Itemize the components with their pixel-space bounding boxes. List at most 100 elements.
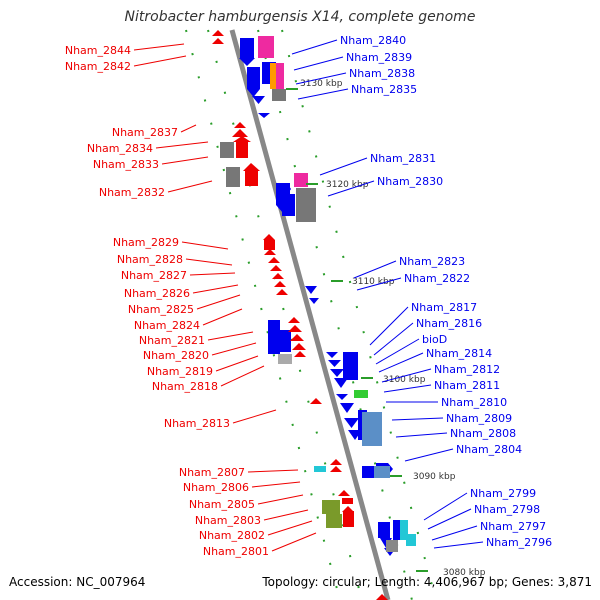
gene-label[interactable]: bioD bbox=[422, 333, 447, 346]
gene-label[interactable]: Nham_2807 bbox=[179, 466, 245, 479]
gene-label[interactable]: Nham_2812 bbox=[434, 363, 500, 376]
gene-reverse bbox=[212, 30, 224, 36]
gene-label[interactable]: Nham_2838 bbox=[349, 67, 415, 80]
gene-forward bbox=[336, 394, 348, 400]
callout-line bbox=[257, 494, 304, 505]
gene-label[interactable]: Nham_2826 bbox=[124, 287, 190, 300]
callout-line bbox=[180, 124, 197, 133]
gene-label[interactable]: Nham_2819 bbox=[147, 365, 213, 378]
gene-magenta bbox=[294, 173, 308, 187]
callout-line bbox=[251, 481, 301, 488]
gene-label[interactable]: Nham_2805 bbox=[189, 498, 255, 511]
gene-reverse bbox=[288, 325, 302, 332]
gene-reverse bbox=[236, 142, 248, 158]
gene-orange bbox=[276, 63, 284, 89]
gene-label[interactable]: Nham_2799 bbox=[470, 487, 536, 500]
gene-forward bbox=[239, 58, 255, 66]
gene-label[interactable]: Nham_2829 bbox=[113, 236, 179, 249]
gene-reverse bbox=[212, 38, 224, 44]
gene-green bbox=[354, 390, 368, 398]
gene-forward bbox=[343, 352, 358, 380]
gene-forward bbox=[378, 522, 390, 538]
gene-label[interactable]: Nham_2796 bbox=[486, 536, 552, 549]
gene-reverse bbox=[274, 281, 286, 287]
gene-label[interactable]: Nham_2823 bbox=[399, 255, 465, 268]
gene-label[interactable]: Nham_2806 bbox=[183, 481, 249, 494]
callout-line bbox=[404, 448, 454, 462]
gene-label[interactable]: Nham_2811 bbox=[434, 379, 500, 392]
gene-forward bbox=[393, 520, 401, 540]
gene-label[interactable]: Nham_2803 bbox=[195, 514, 261, 527]
gene-gray bbox=[278, 354, 292, 364]
gene-label[interactable]: Nham_2801 bbox=[203, 545, 269, 558]
gene-reverse bbox=[292, 343, 306, 350]
gene-forward bbox=[258, 113, 270, 118]
gene-label[interactable]: Nham_2813 bbox=[164, 417, 230, 430]
left-gene-labels: Nham_2844Nham_2842Nham_2837Nham_2834Nham… bbox=[65, 43, 317, 558]
gene-forward bbox=[240, 38, 254, 58]
callout-line bbox=[433, 541, 484, 549]
callout-line bbox=[247, 469, 299, 473]
gene-label[interactable]: Nham_2835 bbox=[351, 83, 417, 96]
gene-label[interactable]: Nham_2822 bbox=[404, 272, 470, 285]
gene-label[interactable]: Nham_2802 bbox=[199, 529, 265, 542]
callout-line bbox=[427, 508, 472, 530]
callout-line bbox=[161, 156, 209, 165]
callout-line bbox=[271, 532, 317, 552]
gene-label[interactable]: Nham_2828 bbox=[117, 253, 183, 266]
callout-line bbox=[369, 306, 409, 346]
map-title: Nitrobacter hamburgensis X14, complete g… bbox=[124, 9, 476, 25]
callout-line bbox=[381, 368, 432, 383]
gene-label[interactable]: Nham_2831 bbox=[370, 152, 436, 165]
gene-label[interactable]: Nham_2804 bbox=[456, 443, 522, 456]
gene-label[interactable]: Nham_2818 bbox=[152, 380, 218, 393]
gene-label[interactable]: Nham_2832 bbox=[99, 186, 165, 199]
scale-label: 3110 kbp bbox=[352, 277, 395, 287]
gene-label[interactable]: Nham_2808 bbox=[450, 427, 516, 440]
gene-forward bbox=[330, 369, 344, 377]
gene-label[interactable]: Nham_2825 bbox=[128, 303, 194, 316]
gene-label[interactable]: Nham_2798 bbox=[474, 503, 540, 516]
gene-gray bbox=[272, 89, 286, 101]
gene-label[interactable]: Nham_2810 bbox=[441, 396, 507, 409]
gene-forward bbox=[340, 403, 354, 413]
gene-label[interactable]: Nham_2842 bbox=[65, 60, 131, 73]
gene-forward bbox=[247, 67, 260, 89]
gene-olive bbox=[326, 514, 342, 528]
gene-label[interactable]: Nham_2833 bbox=[93, 158, 159, 171]
gene-label[interactable]: Nham_2837 bbox=[112, 126, 178, 139]
callout-line bbox=[215, 355, 259, 372]
genome-backbone bbox=[229, 29, 391, 600]
gene-label[interactable]: Nham_2820 bbox=[143, 349, 209, 362]
gene-reverse bbox=[342, 498, 353, 504]
gene-label[interactable]: Nham_2821 bbox=[139, 334, 205, 347]
gene-label[interactable]: Nham_2797 bbox=[480, 520, 546, 533]
callout-line bbox=[220, 365, 265, 387]
gene-reverse bbox=[243, 163, 260, 171]
gene-label[interactable]: Nham_2839 bbox=[346, 51, 412, 64]
gene-label[interactable]: Nham_2814 bbox=[426, 347, 492, 360]
gene-label[interactable]: Nham_2816 bbox=[416, 317, 482, 330]
gene-label[interactable]: Nham_2827 bbox=[121, 269, 187, 282]
gene-reverse bbox=[264, 249, 276, 255]
gene-glyphs bbox=[212, 30, 416, 600]
gene-label[interactable]: Nham_2844 bbox=[65, 44, 131, 57]
callout-line bbox=[202, 308, 243, 326]
gene-label[interactable]: Nham_2809 bbox=[446, 412, 512, 425]
gene-reverse bbox=[310, 398, 322, 404]
gene-label[interactable]: Nham_2830 bbox=[377, 175, 443, 188]
gene-label[interactable]: Nham_2824 bbox=[134, 319, 200, 332]
gene-gray bbox=[226, 167, 240, 187]
callout-line bbox=[378, 352, 424, 373]
gene-steelblue bbox=[362, 412, 382, 446]
scale-label: 3120 kbp bbox=[326, 180, 369, 190]
gene-label[interactable]: Nham_2834 bbox=[87, 142, 153, 155]
callout-line bbox=[185, 258, 233, 266]
callout-line bbox=[133, 43, 185, 51]
gene-forward bbox=[334, 378, 348, 388]
gene-label[interactable]: Nham_2817 bbox=[411, 301, 477, 314]
callout-line bbox=[431, 525, 478, 541]
gene-label[interactable]: Nham_2840 bbox=[340, 34, 406, 47]
